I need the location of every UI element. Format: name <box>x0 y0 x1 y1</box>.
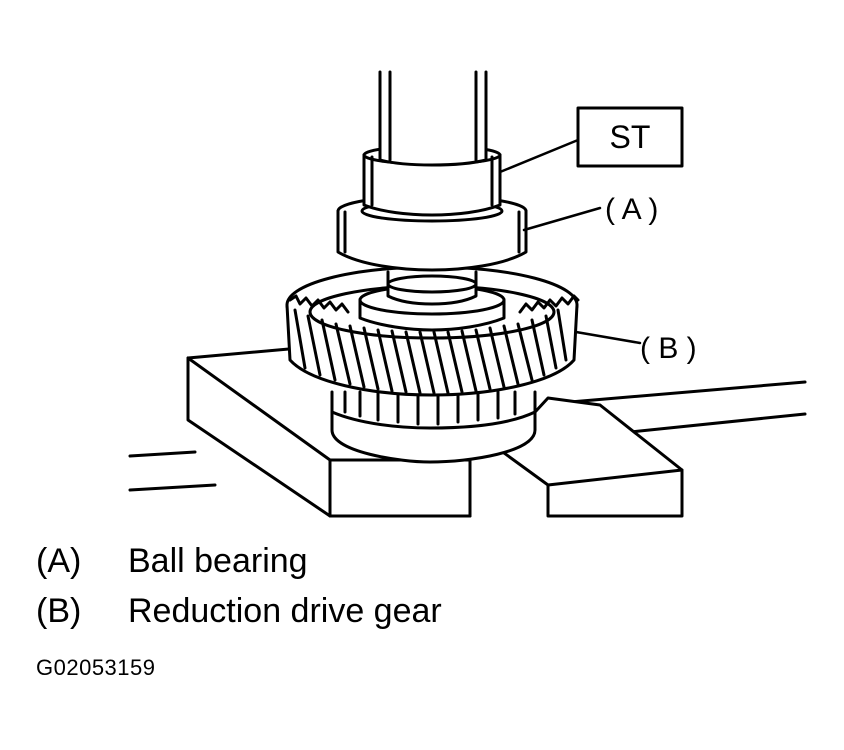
st-label-box <box>576 106 684 168</box>
legend-key-a: (A) <box>36 542 82 580</box>
callout-a: ( A ) <box>605 193 658 226</box>
legend-item-a: (A) Ball bearing <box>36 544 308 578</box>
legend-key-b: (B) <box>36 592 82 630</box>
callout-b: ( B ) <box>640 332 697 365</box>
gear-hub <box>330 390 537 464</box>
figure-id: G02053159 <box>36 655 156 680</box>
press-ram <box>378 70 488 167</box>
left-support-block <box>186 346 472 518</box>
table-rails <box>128 380 807 492</box>
legend-label-b: Reduction drive gear <box>128 592 442 630</box>
shaft <box>386 270 478 306</box>
right-support-block <box>498 396 684 518</box>
st-label: ST <box>610 119 651 155</box>
legend-item-b: (B) Reduction drive gear <box>36 594 442 628</box>
leader-lines <box>498 138 642 345</box>
legend-label-a: Ball bearing <box>128 542 308 580</box>
